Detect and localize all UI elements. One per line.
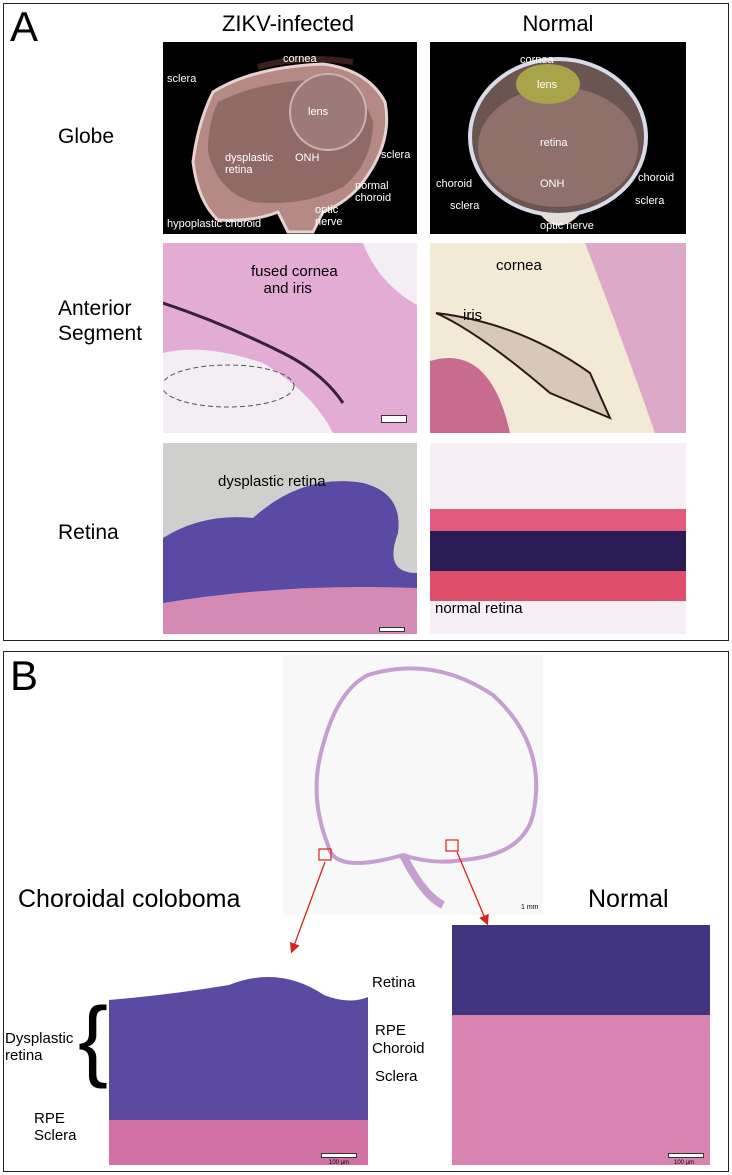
label-dysplastic-retina: dysplastic retina [218, 473, 326, 490]
scale-bar [381, 415, 407, 423]
label-sclera-left: sclera [167, 73, 197, 85]
choroidal-coloboma-title: Choroidal coloboma [18, 885, 241, 913]
label-sclera-left: sclera [450, 200, 480, 212]
label-sclera-right: sclera [381, 149, 411, 161]
zikv-anterior-segment-image: fused cornea and iris [163, 243, 417, 433]
panel-b [3, 651, 729, 1172]
whole-eye-section-image: 1 mm [283, 655, 543, 915]
brace-dysplastic: { [78, 990, 109, 1090]
label-rpe: RPE [34, 1110, 65, 1127]
label-fused-cornea-iris: fused cornea and iris [251, 263, 338, 297]
panel-a [3, 3, 729, 641]
scale-bar-label: 100 µm [329, 1160, 350, 1165]
label-cornea: cornea [520, 54, 554, 66]
label-lens: lens [308, 106, 329, 118]
row-label-retina: Retina [58, 521, 119, 544]
label-cornea: cornea [283, 53, 317, 65]
panel-b-letter: B [10, 652, 39, 699]
label-retina: retina [540, 137, 568, 149]
label-retina: Retina [372, 974, 416, 991]
column-title-zikv: ZIKV-infected [221, 11, 355, 36]
normal-retina-image: normal retina [430, 443, 686, 634]
scale-bar [379, 627, 405, 632]
scale-bar [321, 1153, 357, 1158]
label-choroid-right: choroid [638, 172, 675, 184]
normal-anterior-segment-image: cornea iris [430, 243, 686, 433]
label-sclera: Sclera [375, 1068, 418, 1085]
label-onh: ONH [295, 152, 320, 164]
zikv-retina-image: dysplastic retina [163, 443, 417, 634]
label-optic-nerve: optic nerve [540, 220, 594, 232]
label-rpe: RPE [375, 1022, 406, 1039]
label-sclera-right: sclera [635, 195, 665, 207]
scale-bar-label: 100 µm [674, 1160, 695, 1165]
label-cornea: cornea [496, 257, 542, 274]
column-title-normal: Normal [522, 11, 594, 36]
scale-bar-label: 1 mm [521, 904, 539, 911]
panel-a-letter: A [10, 3, 39, 50]
label-iris: iris [463, 307, 483, 324]
scale-bar [668, 1153, 704, 1158]
label-hypoplastic-choroid: hypoplastic choroid [167, 218, 262, 230]
normal-histology-image: 100 µm [452, 925, 710, 1165]
coloboma-histology-image: 100 µm [109, 955, 368, 1165]
label-normal-retina: normal retina [435, 600, 523, 617]
normal-title: Normal [588, 885, 669, 913]
label-lens: lens [537, 79, 558, 91]
row-label-globe: Globe [58, 125, 115, 148]
normal-globe-image: cornea lens retina choroid choroid ONH s… [430, 42, 686, 234]
label-choroid: Choroid [372, 1040, 425, 1057]
label-sclera: Sclera [34, 1127, 77, 1144]
label-choroid-left: choroid [436, 178, 473, 190]
label-onh: ONH [540, 178, 565, 190]
